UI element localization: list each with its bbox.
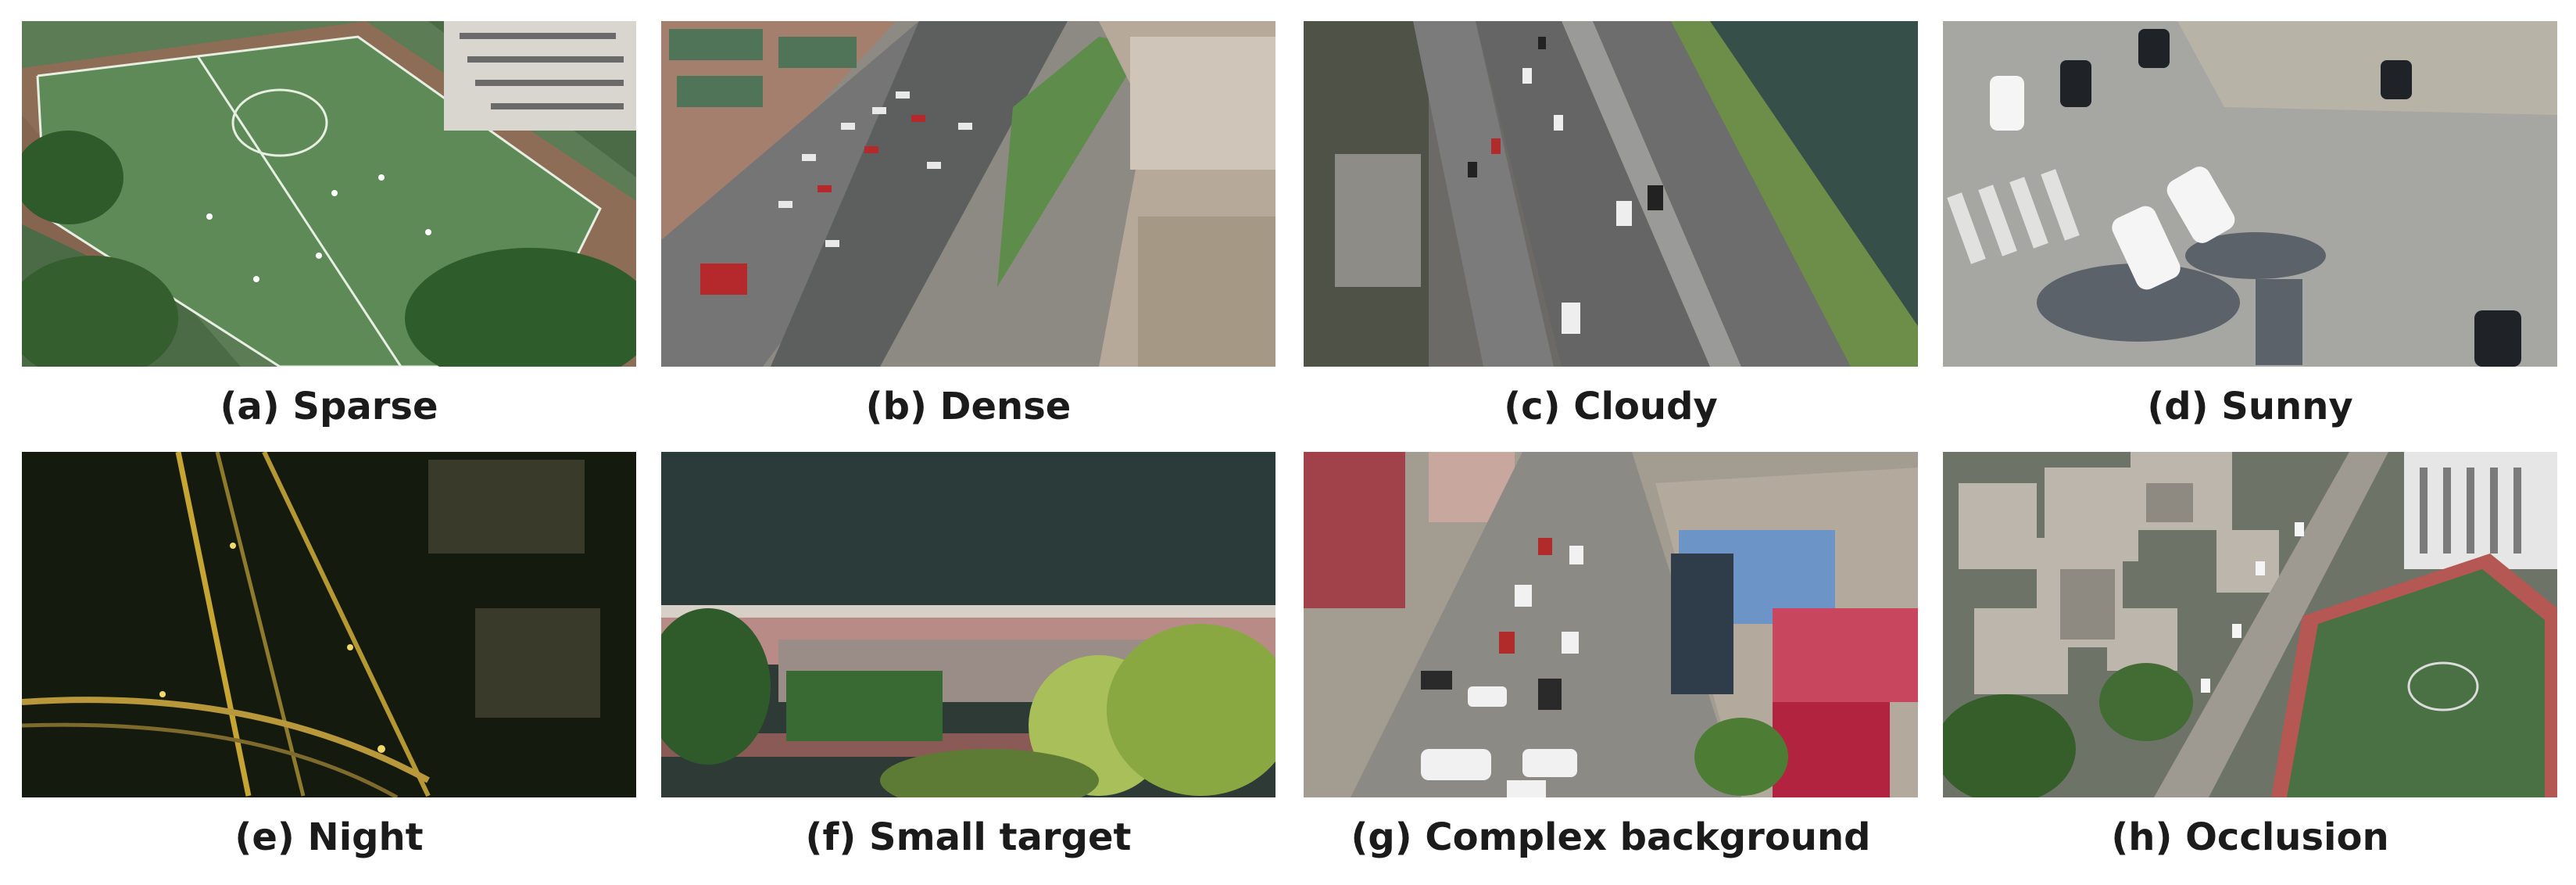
photo-sparse xyxy=(22,21,636,367)
caption-sparse: (a) Sparse xyxy=(220,385,438,428)
caption-occlusion: (h) Occlusion xyxy=(2111,815,2389,859)
photo-night xyxy=(22,452,636,797)
photo-complex-background xyxy=(1304,452,1918,797)
caption-complex-background: (g) Complex background xyxy=(1351,815,1871,859)
photo-occlusion xyxy=(1943,452,2557,797)
caption-sunny: (d) Sunny xyxy=(2147,385,2353,428)
photo-sunny xyxy=(1943,21,2557,367)
caption-night: (e) Night xyxy=(234,815,424,859)
caption-cloudy: (c) Cloudy xyxy=(1504,385,1718,428)
photo-small-target xyxy=(661,452,1275,797)
caption-dense: (b) Dense xyxy=(865,385,1072,428)
caption-small-target: (f) Small target xyxy=(805,815,1132,859)
photo-cloudy xyxy=(1304,21,1918,367)
photo-dense xyxy=(661,21,1275,367)
